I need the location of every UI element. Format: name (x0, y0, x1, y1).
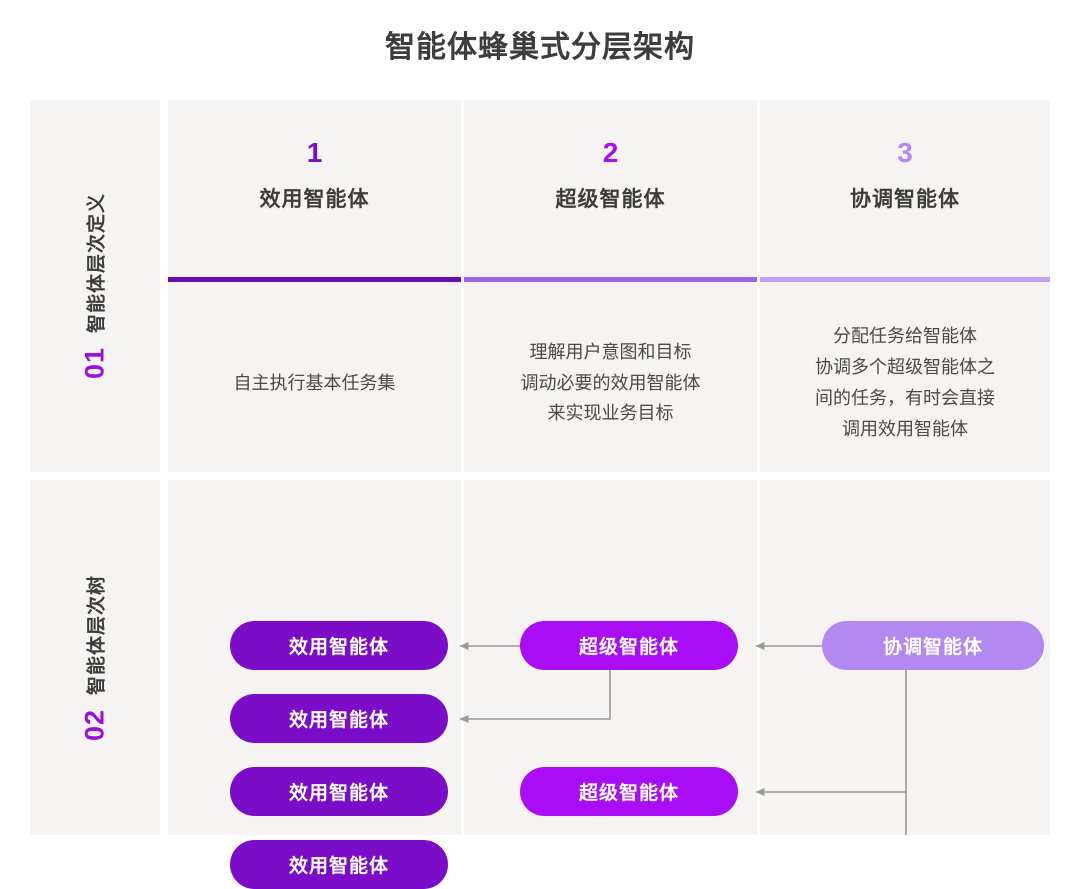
row-number-02: 02 (79, 708, 110, 741)
column-number-1: 1 (306, 137, 323, 168)
tree-node-super-1[interactable]: 超级智能体 (520, 621, 738, 670)
tree-node-label: 协调智能体 (882, 637, 983, 658)
definition-card-utility[interactable]: 1 效用智能体 自主执行基本任务集 (168, 100, 461, 472)
definition-line: 理解用户意图和目标 (529, 341, 692, 362)
tree-node-label: 效用智能体 (288, 637, 389, 658)
definition-header-utility: 1 效用智能体 (168, 137, 461, 213)
definition-header-coordinator: 3 协调智能体 (760, 137, 1050, 213)
definition-card-coordinator[interactable]: 3 协调智能体 分配任务给智能体协调多个超级智能体之间的任务，有时会直接调用效用… (760, 100, 1050, 472)
definition-header-super: 2 超级智能体 (464, 137, 757, 213)
tree-node-coordinator-1[interactable]: 协调智能体 (822, 621, 1044, 670)
definition-text-super: 理解用户意图和目标调动必要的效用智能体来实现业务目标 (476, 298, 745, 468)
tree-node-label: 效用智能体 (288, 710, 389, 731)
definition-line: 调动必要的效用智能体 (520, 372, 701, 393)
definition-line: 来实现业务目标 (547, 403, 674, 424)
column-rule-3 (760, 277, 1050, 282)
definition-text-coordinator: 分配任务给智能体协调多个超级智能体之间的任务，有时会直接调用效用智能体 (772, 298, 1038, 468)
row-title-02: 智能体层次树 (86, 574, 108, 695)
row-label-01: 01 智能体层次定义 (30, 100, 160, 472)
definition-line: 分配任务给智能体 (833, 326, 977, 347)
definition-line: 调用效用智能体 (842, 418, 968, 439)
definition-card-super[interactable]: 2 超级智能体 理解用户意图和目标调动必要的效用智能体来实现业务目标 (464, 100, 757, 472)
tree-node-utility-1[interactable]: 效用智能体 (230, 621, 448, 670)
column-number-2: 2 (602, 137, 619, 168)
definition-line: 自主执行基本任务集 (233, 372, 396, 393)
definition-lines-coordinator: 分配任务给智能体协调多个超级智能体之间的任务，有时会直接调用效用智能体 (815, 321, 995, 445)
definition-text-utility: 自主执行基本任务集 (180, 298, 449, 468)
tree-node-label: 效用智能体 (288, 856, 389, 877)
tree-node-label: 超级智能体 (578, 783, 679, 804)
page-title: 智能体蜂巢式分层架构 (385, 31, 695, 64)
column-number-3: 3 (897, 137, 913, 168)
definition-lines-utility: 自主执行基本任务集 (234, 368, 396, 399)
definition-line: 间的任务，有时会直接 (815, 388, 995, 408)
definition-line: 协调多个超级智能体之 (815, 357, 995, 378)
tree-node-utility-2[interactable]: 效用智能体 (230, 694, 448, 743)
row-title-01: 智能体层次定义 (86, 192, 108, 333)
row-label-01-content: 01 智能体层次定义 (80, 193, 111, 379)
row-number-01: 01 (79, 346, 110, 380)
column-name-3: 协调智能体 (850, 187, 960, 211)
row-label-02-content: 02 智能体层次树 (80, 574, 111, 740)
column-name-1: 效用智能体 (259, 187, 370, 211)
definition-lines-super: 理解用户意图和目标调动必要的效用智能体来实现业务目标 (521, 337, 701, 430)
row-label-02: 02 智能体层次树 (30, 480, 160, 835)
tree-node-label: 效用智能体 (288, 783, 389, 804)
tree-node-label: 超级智能体 (578, 637, 679, 658)
column-rule-2 (464, 277, 757, 282)
column-name-2: 超级智能体 (555, 187, 666, 211)
column-rule-1 (168, 277, 461, 282)
tree-node-utility-4[interactable]: 效用智能体 (230, 840, 448, 889)
tree-node-super-2[interactable]: 超级智能体 (520, 767, 738, 816)
tree-node-utility-3[interactable]: 效用智能体 (230, 767, 448, 816)
architecture-matrix: 01 智能体层次定义 02 智能体层次树 1 效用智能体 自主执行基本任务集 2… (30, 100, 1050, 889)
